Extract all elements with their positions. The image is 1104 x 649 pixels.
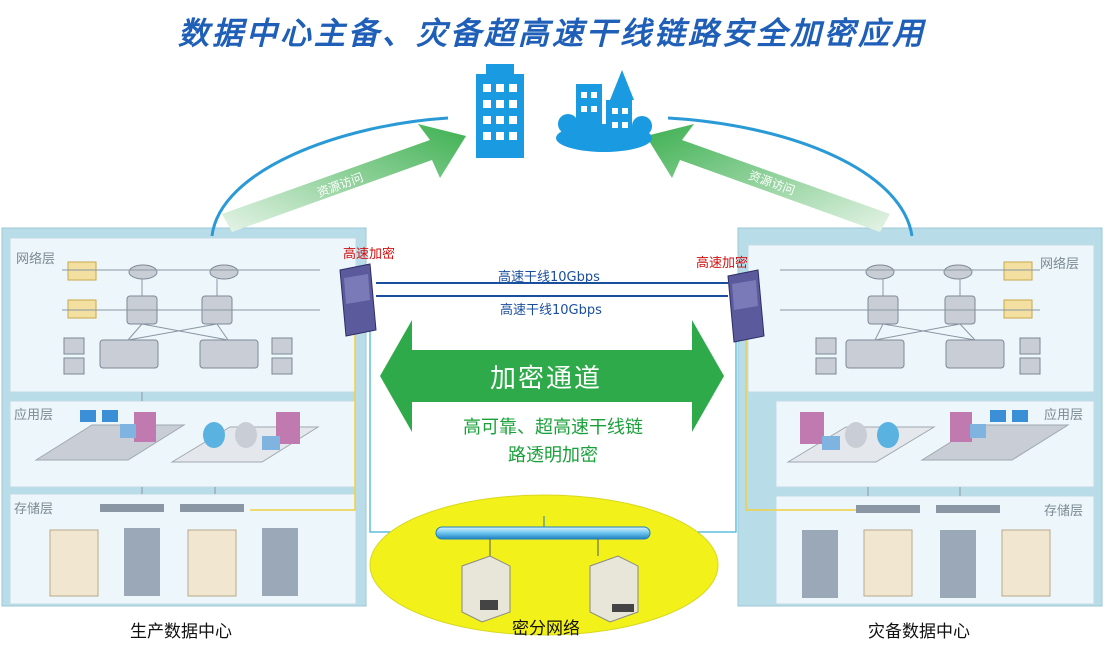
left-storage-devices [49,504,298,597]
page-title: 数据中心主备、灾备超高速干线链路安全加密应用 [178,16,926,52]
key-network-bus [435,526,651,540]
channel-description-line-2: 路透明加密 [508,445,598,466]
right-yellow-link [745,330,856,511]
encryptor-left-label: 高速加密 [343,247,396,262]
left-access-curve [210,116,449,237]
left-network-layer [9,237,357,393]
encryptor-right-label: 高速加密 [696,256,749,271]
encrypted-channel-arrow [380,320,724,432]
encrypted-channel-label: 加密通道 [490,364,603,394]
left-yellow-link [250,330,356,511]
channel-description-line-1: 高可靠、超高速干线链 [463,417,643,438]
right-app-devices [800,410,1028,450]
encryptor-left-device [339,263,377,337]
right-storage-devices [802,505,1051,598]
right-network-layer-label: 网络层 [1040,257,1080,272]
left-network-links [62,269,320,494]
key-server-left-icon [461,555,511,623]
left-network-devices [63,261,293,375]
encryptor-right-device [727,269,765,343]
key-server-right-icon [589,555,639,623]
left-network-layer-label: 网络层 [16,252,56,267]
right-storage-layer-label: 存储层 [1044,504,1084,519]
right-app-layer-label: 应用层 [1044,408,1084,423]
left-app-devices [80,410,300,450]
office-building-icon [476,64,524,158]
right-access-curve [667,116,914,237]
trunk-line-2-label: 高速干线10Gbps [500,303,602,318]
trunk-line-1-label: 高速干线10Gbps [498,270,600,285]
left-storage-layer-label: 存储层 [14,502,54,517]
city-building-icon [556,70,652,152]
left-app-layer-label: 应用层 [14,408,54,423]
right-network-links [780,269,1040,496]
right-dc-name: 灾备数据中心 [868,622,970,642]
left-access-arrow [222,124,466,232]
right-access-arrow [646,124,890,232]
left-dc-name: 生产数据中心 [130,622,232,642]
key-network-label: 密分网络 [512,619,580,639]
channel-description: 高可靠、超高速干线链 路透明加密 [428,414,678,470]
